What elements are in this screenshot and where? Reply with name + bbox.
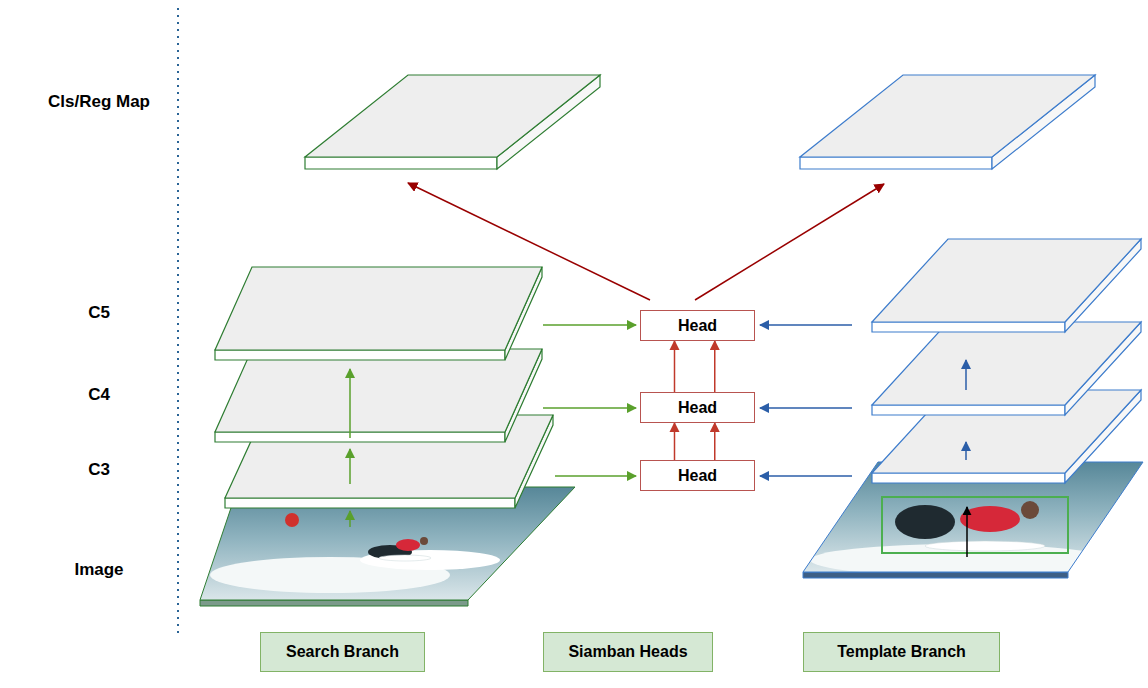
connector-arrow — [714, 423, 716, 460]
search-c5-slab — [215, 267, 542, 360]
connector-arrow — [674, 341, 676, 392]
head-box: Head — [640, 310, 755, 341]
row-label: C4 — [88, 385, 110, 405]
connector-arrow — [674, 423, 676, 460]
head-box: Head — [640, 460, 755, 491]
node-text: Template Branch — [837, 642, 966, 661]
head-to-map-arrows — [408, 183, 884, 300]
search-image — [190, 480, 590, 610]
template-map-slab — [800, 75, 1095, 169]
search-map-slab — [305, 75, 600, 169]
node-text: Siamban Heads — [568, 642, 687, 661]
connector-arrow — [714, 341, 716, 392]
search-c4-slab — [215, 349, 542, 442]
row-label: Image — [74, 560, 123, 580]
row-label: C3 — [88, 460, 110, 480]
template-arrows — [965, 360, 967, 460]
section-label-box: Template Branch — [803, 632, 1000, 672]
node-text: Head — [678, 316, 717, 335]
template-image — [800, 455, 1148, 580]
node-text: Head — [678, 398, 717, 417]
search-arrows — [349, 369, 351, 527]
template-c5-slab — [872, 239, 1141, 332]
row-label: C5 — [88, 303, 110, 323]
template-c4-slab — [872, 322, 1141, 415]
search-to-head-arrows — [543, 325, 636, 476]
node-text: Search Branch — [286, 642, 399, 661]
template-to-head-arrows — [760, 325, 852, 476]
row-label: Cls/Reg Map — [48, 92, 150, 112]
separator-line — [177, 8, 179, 636]
section-label-box: Search Branch — [260, 632, 425, 672]
head-box: Head — [640, 392, 755, 423]
node-text: Head — [678, 466, 717, 485]
section-label-box: Siamban Heads — [543, 632, 713, 672]
